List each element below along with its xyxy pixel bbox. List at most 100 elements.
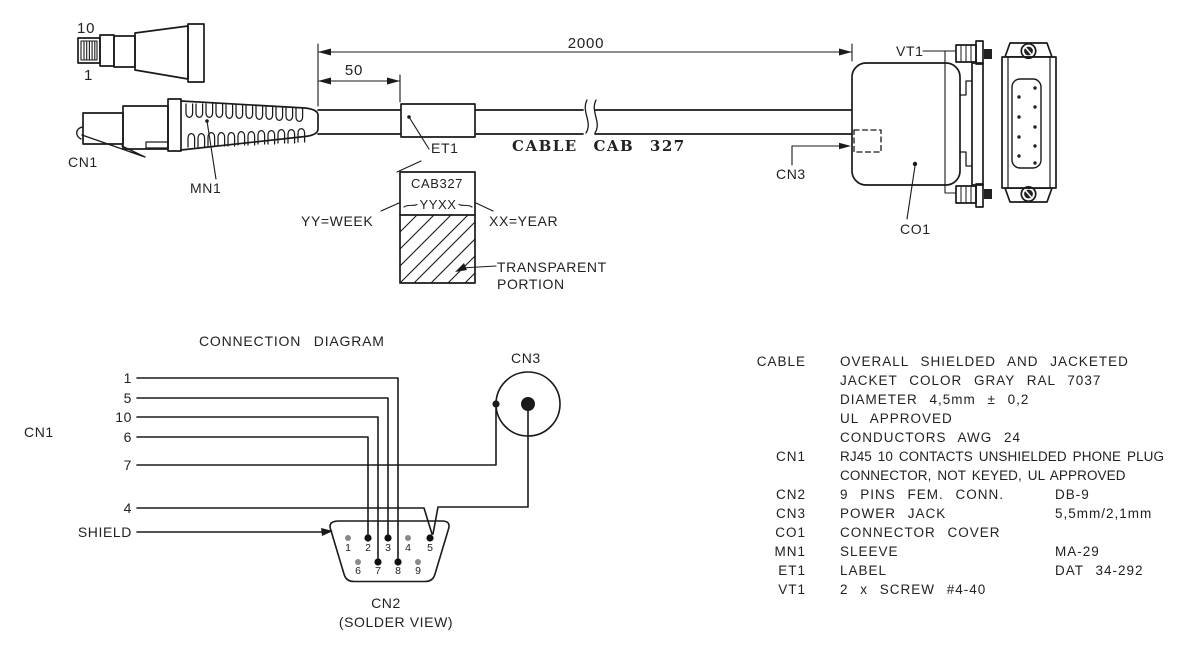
co1-callout: CO1 [900, 221, 931, 237]
parts-list-row: CN3 POWER JACK 5,5mm/2,1mm [0, 506, 1200, 525]
parts-list-row: CN2 9 PINS FEM. CONN. DB-9 [0, 487, 1200, 506]
label-detail-line1: CAB327 [410, 176, 464, 191]
transparent-note-line1: TRANSPARENT [497, 259, 607, 275]
part-ref: CN2 [775, 487, 806, 502]
rj45-front-view [77, 23, 205, 83]
part-ref: ET1 [778, 563, 806, 578]
cn1-wire-label: 5 [123, 390, 132, 406]
rj45-side-view [76, 98, 319, 180]
part-desc: 9 PINS FEM. CONN. [840, 487, 1005, 502]
wire-10 [136, 416, 379, 559]
screw-bottom [955, 183, 992, 208]
rj45-pin10-label: 10 [77, 20, 96, 37]
week-note: YY=WEEK [301, 213, 374, 229]
part-desc: SLEEVE [840, 544, 899, 559]
part-desc: CONNECTOR COVER [840, 525, 1001, 540]
part-desc: OVERALL SHIELDED AND JACKETED [840, 354, 1129, 369]
cn2-diagram-label: CN2 [371, 595, 401, 611]
sleeve-corrugations [185, 103, 306, 148]
part-desc: POWER JACK [840, 506, 947, 521]
cn3-power-jack [492, 371, 561, 437]
et1-callout: ET1 [431, 140, 459, 156]
cn2-solder-view-label: (SOLDER VIEW) [338, 614, 454, 630]
part-ref: VT1 [778, 582, 806, 597]
parts-list-row: CN1 RJ45 10 CONTACTS UNSHIELDED PHONE PL… [0, 449, 1200, 468]
cn2-connected-pins [364, 534, 434, 566]
parts-list-row: DIAMETER 4,5mm ± 0,2 [0, 392, 1200, 411]
parts-list-row: CABLE OVERALL SHIELDED AND JACKETED [0, 354, 1200, 373]
part-ref: CO1 [775, 525, 806, 540]
cover-leaders [791, 50, 957, 220]
cn2-pin-number: 9 [415, 565, 421, 577]
part-desc: RJ45 10 CONTACTS UNSHIELDED PHONE PLUG [840, 449, 1165, 464]
part-ref: CABLE [756, 354, 806, 369]
part-desc: 2 x SCREW #4-40 [840, 582, 987, 597]
db9-face-view [1001, 42, 1057, 203]
cn2-pin-number: 5 [427, 542, 433, 554]
power-jack-hidden-outline [853, 129, 882, 153]
dim-2000: 2000 [567, 35, 605, 52]
part-desc: UL APPROVED [840, 411, 953, 426]
shield-wire-label: SHIELD [77, 524, 132, 540]
transparent-note-line2: PORTION [497, 276, 565, 292]
screw-top [955, 40, 992, 65]
part-spec: MA-29 [1055, 544, 1100, 559]
wire-1 [136, 377, 399, 559]
parts-list-row: CONDUCTORS AWG 24 [0, 430, 1200, 449]
cable-name: CABLE CAB 327 [512, 137, 686, 155]
parts-list-row: JACKET COLOR GRAY RAL 7037 [0, 373, 1200, 392]
cn2-solder-view [329, 520, 450, 583]
dim-50: 50 [344, 62, 364, 79]
part-ref: CN3 [775, 506, 806, 521]
part-spec: 5,5mm/2,1mm [1055, 506, 1153, 521]
part-desc: JACKET COLOR GRAY RAL 7037 [840, 373, 1102, 388]
part-ref: CN1 [775, 449, 806, 464]
cn2-pin-number: 3 [385, 542, 391, 554]
cn2-pin-number: 1 [345, 542, 351, 554]
part-spec: DB-9 [1055, 487, 1090, 502]
cn1-wire-label: 7 [123, 457, 132, 473]
cn1-wire-label: 1 [123, 370, 132, 386]
mn1-callout: MN1 [190, 180, 222, 196]
parts-list-row: VT1 2 x SCREW #4-40 [0, 582, 1200, 601]
et1-leaders [396, 115, 430, 173]
connector-cover [851, 40, 992, 208]
part-desc: CONNECTOR, NOT KEYED, UL APPROVED [840, 468, 1126, 483]
cn2-pin-number: 6 [355, 565, 361, 577]
part-desc: DIAMETER 4,5mm ± 0,2 [840, 392, 1030, 407]
connection-diagram-linework [136, 371, 561, 583]
cn1-diagram-label: CN1 [24, 424, 54, 440]
parts-list-row: ET1 LABEL DAT 34-292 [0, 563, 1200, 582]
wire-5 [136, 397, 389, 535]
cn1-wire-label: 10 [115, 409, 132, 425]
parts-list-row: UL APPROVED [0, 411, 1200, 430]
connection-diagram-title: CONNECTION DIAGRAM [199, 333, 385, 349]
label-detail [380, 171, 497, 284]
et1-sleeve-label [400, 103, 476, 138]
dimension-lines [317, 43, 853, 107]
parts-list-row: MN1 SLEEVE MA-29 [0, 544, 1200, 563]
part-ref: MN1 [774, 544, 806, 559]
db9-pin-dots [1017, 86, 1037, 165]
cn2-unconnected-pins [345, 535, 421, 565]
cn2-pin-number: 2 [365, 542, 371, 554]
part-spec: DAT 34-292 [1055, 563, 1144, 578]
parts-list-row: CO1 CONNECTOR COVER [0, 525, 1200, 544]
cn2-pin-number: 4 [405, 542, 411, 554]
cn1-wire-label: 4 [123, 500, 132, 516]
cn3-diagram-label: CN3 [511, 350, 541, 366]
cn2-pin-number: 8 [395, 565, 401, 577]
rj45-pin1-label: 1 [84, 67, 94, 84]
cn1-wire-label: 6 [123, 429, 132, 445]
cn3-callout: CN3 [776, 166, 806, 182]
year-note: XX=YEAR [489, 213, 559, 229]
cn1-callout: CN1 [68, 154, 98, 170]
cn2-pin-number: 7 [375, 565, 381, 577]
label-detail-line2: YYXX [419, 197, 457, 212]
vt1-callout: VT1 [896, 43, 924, 59]
part-desc: CONDUCTORS AWG 24 [840, 430, 1022, 445]
part-desc: LABEL [840, 563, 888, 578]
wire-7 [136, 407, 497, 466]
